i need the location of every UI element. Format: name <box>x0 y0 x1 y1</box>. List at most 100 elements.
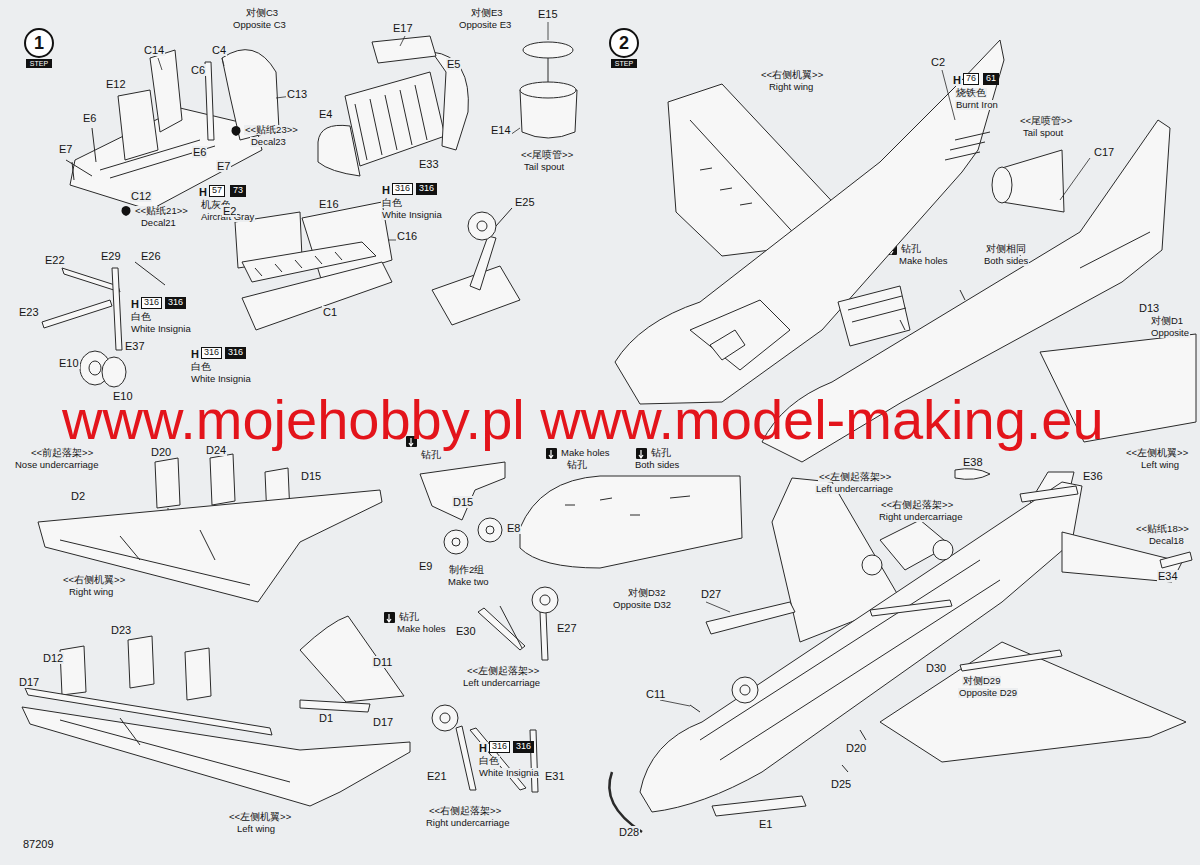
part-number: E37 <box>124 340 146 352</box>
note-text: <<前起落架>> <box>30 448 94 458</box>
part-number: E1 <box>758 818 773 830</box>
part-number: E6 <box>192 146 207 158</box>
note-text: 钻孔 <box>650 448 672 458</box>
paint-number: 73 <box>230 185 246 197</box>
part-number: C14 <box>143 44 165 56</box>
part-number: D13 <box>1138 302 1160 314</box>
note-text: Left undercarriage <box>815 484 894 494</box>
note-text: Opposite D29 <box>958 688 1018 698</box>
paint-code: H <box>381 184 391 196</box>
step-number: 1 <box>24 28 54 58</box>
step-badge: 1STEP <box>22 28 56 68</box>
part-number: E7 <box>58 143 73 155</box>
note-text: Right undercarriage <box>878 512 963 522</box>
note-text: 白色 <box>381 198 403 208</box>
note-text: 对侧相同 <box>985 244 1027 254</box>
part-number: D28 <box>618 826 640 838</box>
paint-number: 316 <box>201 347 222 359</box>
part-number: C1 <box>322 306 338 318</box>
watermark: www.mojehobby.pl www.model-making.eu <box>62 392 1104 448</box>
note-text: <<左侧机翼>> <box>1125 448 1189 458</box>
note-text: Make holes <box>396 624 447 634</box>
note-text: <<尾喷管>> <box>520 150 574 160</box>
note-text: Left wing <box>1140 460 1180 470</box>
part-number: D12 <box>42 652 64 664</box>
part-number: E16 <box>318 198 340 210</box>
note-text: White Insignia <box>381 210 443 220</box>
note-text: Opposite <box>1150 328 1190 338</box>
paint-number: 316 <box>513 741 534 753</box>
part-number: E14 <box>490 124 512 136</box>
kit-number: 87209 <box>22 838 55 850</box>
note-text: 对侧D1 <box>1150 316 1184 326</box>
part-number: E8 <box>506 522 521 534</box>
paint-number: 57 <box>209 185 225 197</box>
note-text: Tail spout <box>523 162 565 172</box>
note-text: White Insignia <box>190 374 252 384</box>
note-text: <<贴纸23>> <box>244 125 299 135</box>
note-text: <<右侧机翼>> <box>62 575 126 585</box>
part-number: E5 <box>446 58 461 70</box>
note-text: Make two <box>447 577 490 587</box>
note-text: <<左侧起落架>> <box>818 472 892 482</box>
note-text: Left undercarriage <box>462 678 541 688</box>
note-text: Nose undercarriage <box>14 460 99 470</box>
note-text: Left wing <box>236 824 276 834</box>
note-text: Both sides <box>983 256 1029 266</box>
note-text: 白色 <box>130 312 152 322</box>
part-number: E33 <box>418 158 440 170</box>
note-text: Decal23 <box>250 137 287 147</box>
part-number: C16 <box>396 230 418 242</box>
part-number: C6 <box>190 64 206 76</box>
note-text: 烧铁色 <box>955 88 987 98</box>
part-number: D25 <box>830 778 852 790</box>
note-text: Decal21 <box>140 218 177 228</box>
part-number: D1 <box>318 712 334 724</box>
part-number: C11 <box>645 688 666 700</box>
note-text: White Insignia <box>130 324 192 334</box>
part-number: D15 <box>452 496 474 508</box>
paint-number: 316 <box>165 297 186 309</box>
part-number: C17 <box>1093 146 1115 158</box>
note-text: Both sides <box>634 460 680 470</box>
part-number: E6 <box>82 112 97 124</box>
note-text: <<右侧起落架>> <box>880 500 954 510</box>
note-text: Opposite D32 <box>612 600 672 610</box>
part-number: E30 <box>455 625 477 637</box>
note-text: Opposite C3 <box>232 20 287 30</box>
note-text: <<尾喷管>> <box>1019 116 1073 126</box>
part-number: E17 <box>392 22 414 34</box>
part-number: E9 <box>418 560 433 572</box>
part-number: D11 <box>372 656 393 668</box>
part-number: E10 <box>58 357 80 369</box>
note-text: Burnt Iron <box>955 100 999 110</box>
part-number: D30 <box>925 662 947 674</box>
note-text: White Insignia <box>478 768 540 778</box>
step-tag: STEP <box>26 59 52 68</box>
note-text: Right wing <box>768 82 814 92</box>
note-text: Make holes <box>560 448 611 458</box>
step-number: 2 <box>609 28 639 58</box>
part-number: E2 <box>222 205 237 217</box>
paint-number: 76 <box>963 73 979 85</box>
step-tag: STEP <box>611 59 637 68</box>
paint-code: H <box>952 74 962 86</box>
paint-code: H <box>190 348 200 360</box>
note-text: <<左侧起落架>> <box>466 666 540 676</box>
part-number: D23 <box>110 624 132 636</box>
part-number: E23 <box>18 306 40 318</box>
part-number: E29 <box>100 250 122 262</box>
note-text: 钻孔 <box>900 244 922 254</box>
part-number: C12 <box>130 190 152 202</box>
part-number: E26 <box>140 250 162 262</box>
note-text: Make holes <box>898 256 949 266</box>
part-number: E22 <box>44 254 66 266</box>
note-text: Right undercarriage <box>425 818 510 828</box>
note-text: 白色 <box>478 756 500 766</box>
part-number: C13 <box>286 88 308 100</box>
note-text: Opposite E3 <box>458 20 512 30</box>
part-number: D2 <box>70 490 86 502</box>
part-number: E7 <box>216 160 231 172</box>
part-number: E12 <box>105 78 127 90</box>
